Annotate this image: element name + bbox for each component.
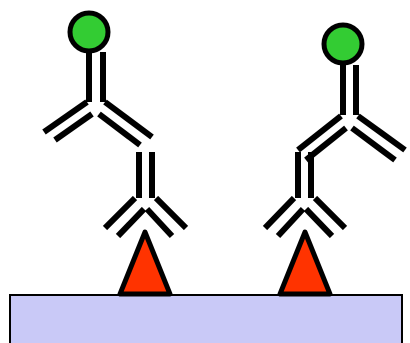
antigen-left (120, 232, 170, 294)
label-marker-left (70, 13, 108, 51)
primary-antibody-left (105, 152, 186, 236)
left-immunocomplex (44, 13, 186, 294)
secondary-antibody-right (298, 65, 405, 160)
secondary-antibody-left (44, 52, 152, 145)
antigen-right (280, 232, 330, 294)
primary-antibody-right (265, 152, 345, 236)
solid-surface (10, 295, 402, 343)
label-marker-right (324, 25, 362, 63)
right-immunocomplex (265, 25, 405, 294)
